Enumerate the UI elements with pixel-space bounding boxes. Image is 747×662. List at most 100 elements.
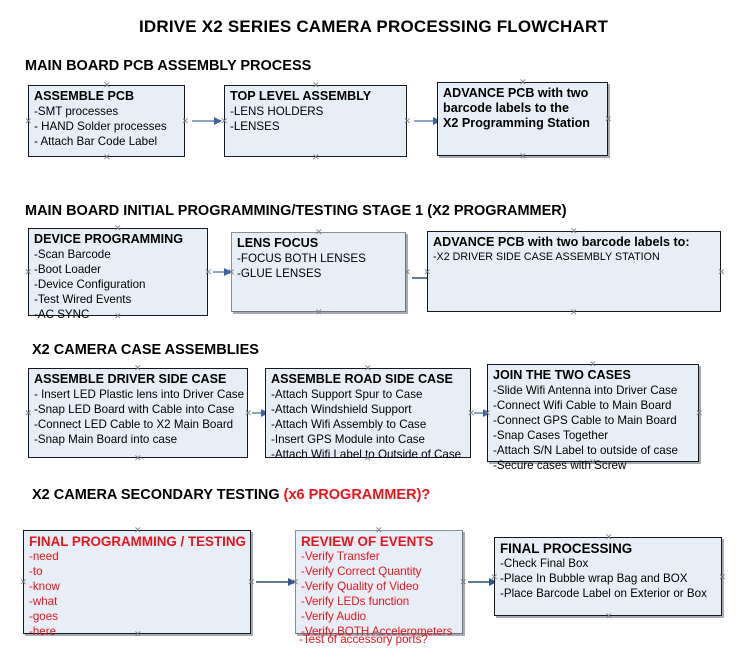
box-line: -here	[29, 625, 57, 638]
connection-handle-top[interactable]	[375, 527, 382, 534]
box-title: FINAL PROGRAMMING / TESTING	[29, 534, 246, 549]
connection-handle-top[interactable]	[315, 229, 322, 236]
box-title: ADVANCE PCB with two	[443, 86, 589, 100]
connection-handle-right[interactable]	[182, 118, 189, 125]
connection-handle-bottom[interactable]	[134, 455, 141, 462]
connection-handle-top[interactable]	[114, 225, 121, 232]
flow-box-device-programming[interactable]: DEVICE PROGRAMMING -Scan Barcode -Boot L…	[28, 228, 208, 321]
box-title: FINAL PROCESSING	[500, 541, 633, 556]
flow-box-final-programming-testing[interactable]: FINAL PROGRAMMING / TESTING -need -to -k…	[23, 530, 251, 638]
connection-handle-left[interactable]	[292, 579, 299, 586]
connection-handle-left[interactable]	[484, 410, 491, 417]
box-line: -Connect GPS Cable to Main Board	[493, 414, 677, 427]
connection-handle-bottom[interactable]	[589, 459, 596, 466]
box-title: REVIEW OF EVENTS	[301, 534, 434, 549]
connection-handle-top[interactable]	[134, 365, 141, 372]
connection-handle-top[interactable]	[364, 365, 371, 372]
connection-handle-left[interactable]	[228, 269, 235, 276]
connection-handle-right[interactable]	[404, 269, 411, 276]
box-line: - HAND Solder processes	[34, 120, 167, 133]
flow-box-assemble-pcb[interactable]: ASSEMBLE PCB -SMT processes - HAND Solde…	[28, 85, 185, 157]
box-line: -AC SYNC	[34, 308, 90, 321]
box-line: -GLUE LENSES	[237, 267, 322, 280]
box-line: -SMT processes	[34, 105, 119, 118]
connection-handle-top[interactable]	[312, 82, 319, 89]
connection-handle-bottom[interactable]	[570, 309, 577, 316]
box-line: -Connect LED Cable to X2 Main Board	[34, 418, 234, 431]
box-title: ADVANCE PCB with two barcode labels to:	[433, 235, 690, 249]
connection-handle-right[interactable]	[245, 410, 252, 417]
box-line: barcode labels to the	[443, 101, 569, 115]
section-title-text: X2 CAMERA SECONDARY TESTING	[32, 487, 284, 503]
box-line: -know	[29, 580, 60, 593]
connection-handle-left[interactable]	[491, 574, 498, 581]
connection-handle-bottom[interactable]	[315, 309, 322, 316]
box-title: LENS FOCUS	[237, 236, 319, 250]
box-line: -need	[29, 550, 59, 563]
connection-handle-left[interactable]	[25, 410, 32, 417]
connection-handle-top[interactable]	[134, 527, 141, 534]
flow-box-top-level-assembly[interactable]: TOP LEVEL ASSEMBLY -LENS HOLDERS -LENSES	[224, 85, 407, 157]
flow-box-advance-pcb-to-driver-side-case-assembly[interactable]: ADVANCE PCB with two barcode labels to: …	[427, 231, 721, 312]
box-line: -Device Configuration	[34, 278, 146, 291]
connection-handle-right[interactable]	[718, 269, 725, 276]
box-line: -Attach Wifi Assembly to Case	[271, 418, 427, 431]
page-title: IDRIVE X2 SERIES CAMERA PROCESSING FLOWC…	[138, 17, 609, 36]
connection-handle-bottom[interactable]	[605, 613, 612, 620]
connection-handle-right[interactable]	[404, 118, 411, 125]
box-line: -Connect Wifi Cable to Main Board	[493, 399, 672, 412]
connection-handle-left[interactable]	[20, 579, 27, 586]
box-line: -Verify Quality of Video	[301, 580, 419, 593]
section-title-x2-camera-case-assemblies: X2 CAMERA CASE ASSEMBLIES	[32, 342, 259, 358]
connection-handle-bottom[interactable]	[312, 154, 319, 161]
connection-handle-top[interactable]	[589, 361, 596, 368]
box-line: -Place In Bubble wrap Bag and BOX	[500, 572, 688, 585]
flow-box-lens-focus[interactable]: LENS FOCUS -FOCUS BOTH LENSES -GLUE LENS…	[231, 232, 406, 312]
connection-handle-right[interactable]	[605, 116, 612, 123]
flow-box-assemble-driver-side-case[interactable]: ASSEMBLE DRIVER SIDE CASE - Insert LED P…	[28, 368, 248, 458]
connection-handle-top[interactable]	[519, 79, 526, 86]
flow-box-review-of-events[interactable]: REVIEW OF EVENTS -Verify Transfer -Verif…	[295, 530, 463, 638]
connection-handle-left[interactable]	[221, 118, 228, 125]
box-line: -Scan Barcode	[34, 248, 111, 261]
connection-handle-bottom[interactable]	[364, 455, 371, 462]
connection-handle-right[interactable]	[719, 574, 726, 581]
connection-handle-right[interactable]	[460, 579, 467, 586]
box-title: DEVICE PROGRAMMING	[34, 232, 184, 246]
connection-handle-bottom[interactable]	[103, 154, 110, 161]
connection-handle-left[interactable]	[25, 118, 32, 125]
box-line: -LENSES	[230, 120, 280, 133]
flow-box-join-the-two-cases[interactable]: JOIN THE TWO CASES -Slide Wifi Antenna i…	[487, 364, 699, 472]
connector-arrow	[468, 577, 497, 586]
box-line: -Boot Loader	[34, 263, 102, 276]
flow-box-advance-pcb-to-programming-station[interactable]: ADVANCE PCB with two barcode labels to t…	[437, 82, 608, 156]
flow-box-assemble-road-side-case[interactable]: ASSEMBLE ROAD SIDE CASE -Attach Support …	[265, 368, 471, 461]
box-title: JOIN THE TWO CASES	[493, 368, 631, 382]
connection-handle-bottom[interactable]	[375, 631, 382, 638]
box-line: -Verify Correct Quantity	[301, 565, 422, 578]
box-line: -goes	[29, 610, 59, 623]
box-line: -Test Wired Events	[34, 293, 132, 306]
connection-handle-bottom[interactable]	[519, 153, 526, 160]
connection-handle-top[interactable]	[605, 534, 612, 541]
connection-handle-left[interactable]	[25, 269, 32, 276]
connection-handle-bottom[interactable]	[114, 313, 121, 320]
section-title-annotation: (x6 PROGRAMMER)?	[283, 487, 431, 503]
connection-handle-bottom[interactable]	[134, 631, 141, 638]
box-title: ASSEMBLE DRIVER SIDE CASE	[34, 372, 227, 386]
connection-handle-right[interactable]	[248, 579, 255, 586]
box-line: - Attach Bar Code Label	[34, 135, 158, 148]
connection-handle-right[interactable]	[205, 269, 212, 276]
flow-box-final-processing[interactable]: FINAL PROCESSING -Check Final Box -Place…	[494, 537, 722, 616]
box-line: -what	[29, 595, 58, 608]
box-overflow-line: -Test of accessory ports?	[299, 633, 428, 646]
section-title-main-board-initial-programming-testing-stage-1: MAIN BOARD INITIAL PROGRAMMING/TESTING S…	[25, 203, 567, 219]
connection-handle-top[interactable]	[570, 228, 577, 235]
box-line: -X2 DRIVER SIDE CASE ASSEMBLY STATION	[433, 251, 660, 263]
box-line: -Verify LEDs function	[301, 595, 410, 608]
connection-handle-left[interactable]	[424, 269, 431, 276]
box-line: -Snap Main Board into case	[34, 433, 178, 446]
connection-handle-top[interactable]	[103, 82, 110, 89]
connection-handle-right[interactable]	[696, 410, 703, 417]
section-title-main-board-pcb-assembly-process: MAIN BOARD PCB ASSEMBLY PROCESS	[25, 58, 312, 74]
